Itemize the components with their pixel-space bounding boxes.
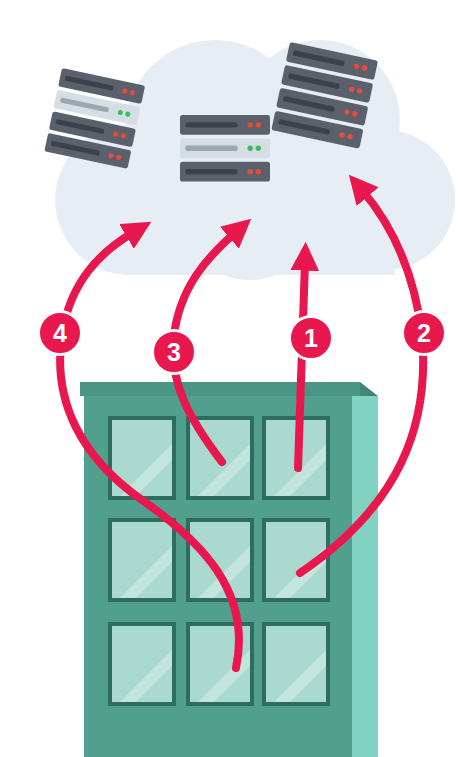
window	[108, 518, 176, 602]
window	[186, 622, 254, 706]
window	[108, 622, 176, 706]
window	[108, 416, 176, 500]
callout-number: 2	[401, 310, 447, 356]
callout-number: 4	[37, 310, 83, 356]
arrows	[60, 190, 423, 668]
window	[186, 518, 254, 602]
office-building	[80, 382, 378, 757]
server-rack	[44, 68, 145, 169]
callout-number: 1	[288, 315, 334, 361]
window	[262, 622, 330, 706]
callout-number: 3	[151, 329, 197, 375]
server-rack	[180, 115, 270, 182]
server-rack	[271, 42, 378, 149]
